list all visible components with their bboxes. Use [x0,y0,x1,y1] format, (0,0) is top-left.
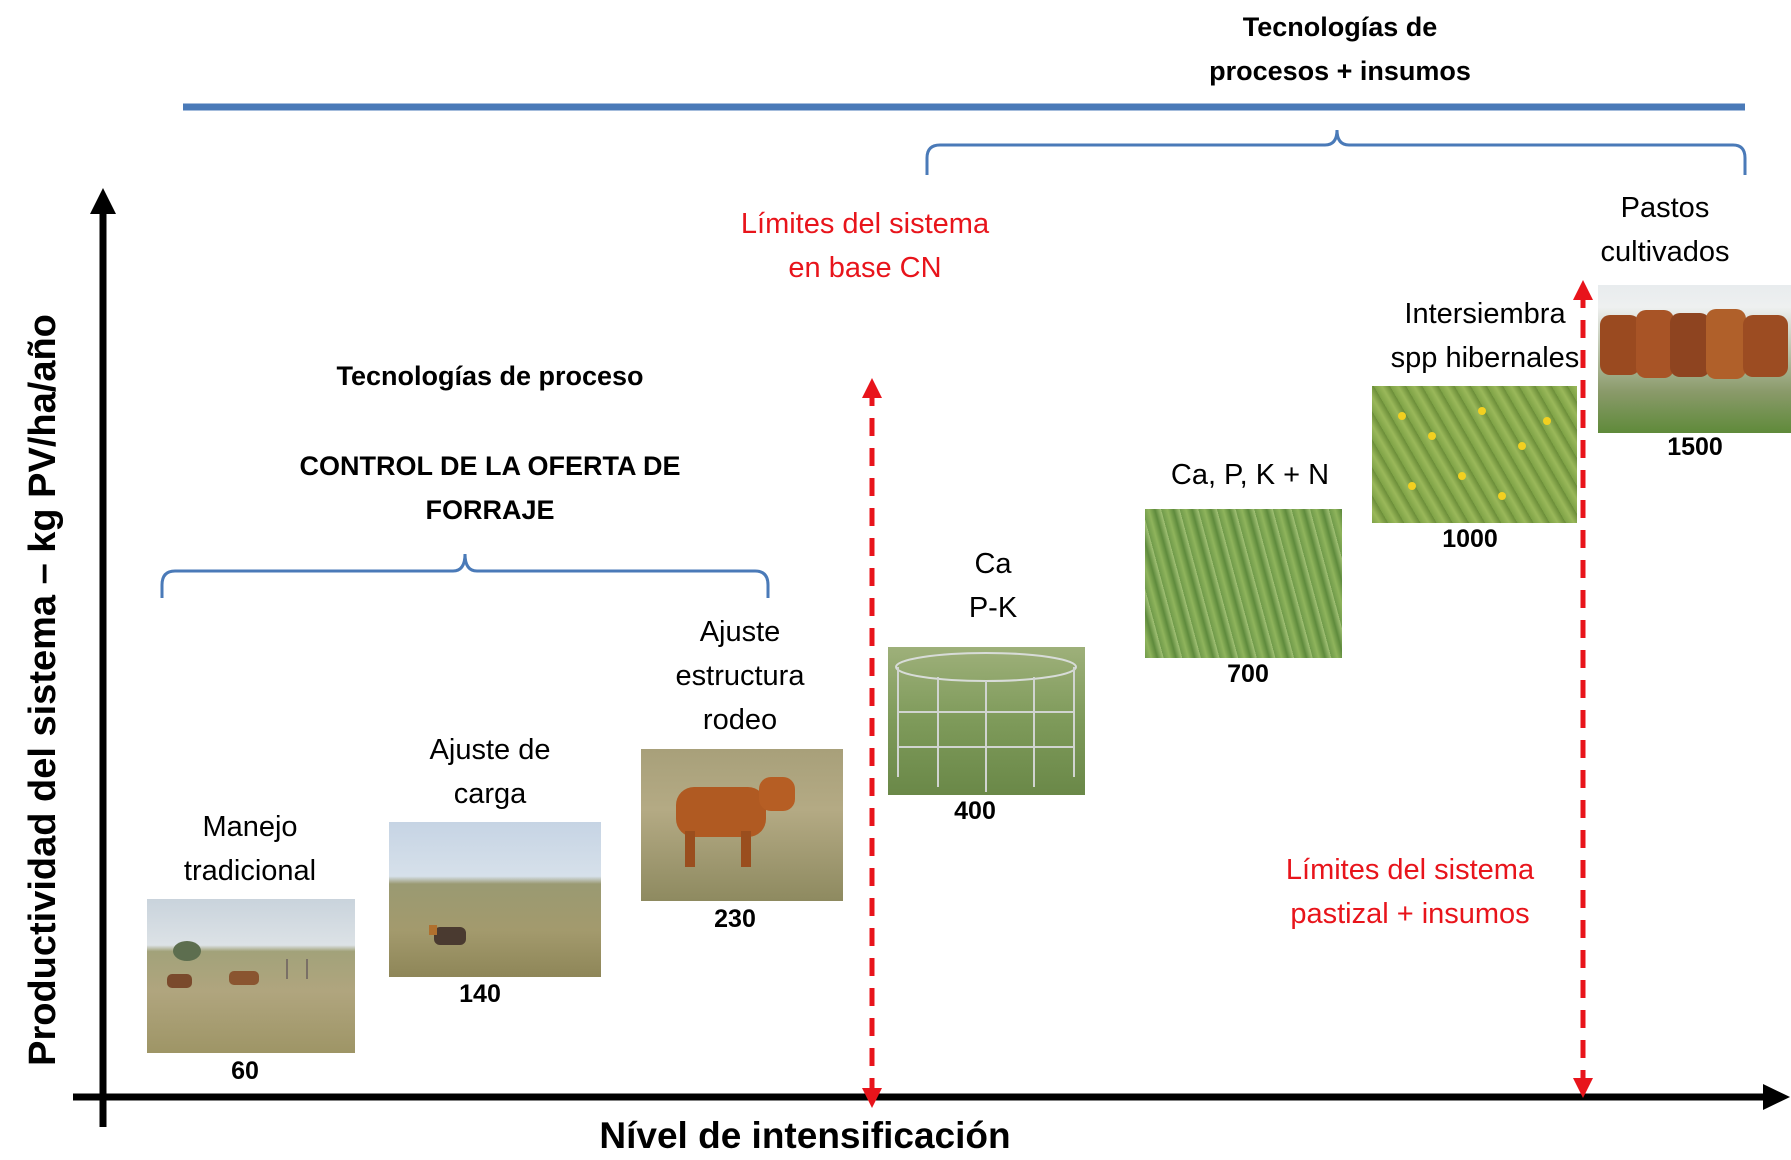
stage-label-line1: Manejo [202,811,298,843]
stage-label-estructura: Ajuste estructura rodeo [620,610,860,742]
stage-label-line2: carga [453,778,527,810]
stage-photo-cattle-herd [1598,285,1791,433]
stage-photo-clover-flowers [1372,386,1577,523]
stage-value-1000: 1000 [1442,525,1498,553]
stage-photo-wire-exclosure [888,647,1085,795]
y-axis-arrowhead [90,188,116,214]
process-tech-heading: Tecnologías de proceso [336,361,644,391]
stage-value-60: 60 [231,1057,259,1085]
limit-pastizal-line2: pastizal + insumos [1290,898,1530,930]
stage-label-line1: Ajuste [699,616,781,648]
stage-label-line1: Intersiembra [1404,298,1566,330]
left-bracket [160,553,770,598]
forage-control-heading: CONTROL DE LA OFERTA DE FORRAJE [240,444,740,532]
stage-label-line2: spp hibernales [1390,342,1580,374]
top-group-title-line1: Tecnologías de [1242,12,1438,42]
stage-value-230: 230 [714,905,756,933]
stage-value-1500: 1500 [1667,433,1723,461]
stage-photo-cattle-grazing [147,899,355,1053]
stage-label-ca-pk: Ca P-K [893,542,1093,630]
stage-value-140: 140 [459,980,501,1008]
stage-label-line1: Pastos [1620,192,1710,224]
limit-pastizal-label: Límites del sistema pastizal + insumos [1230,848,1590,936]
limit-cn-label: Límites del sistema en base CN [680,202,1050,290]
stage-value-700: 700 [1227,660,1269,688]
stage-label-manejo: Manejo tradicional [130,805,370,893]
stage-label-line2: cultivados [1600,236,1730,268]
forage-control-line2: FORRAJE [425,495,555,525]
top-right-bracket [925,129,1747,175]
limit-cn-line1: Límites del sistema [740,208,990,240]
stage-label-line2: P-K [968,592,1018,624]
stage-label-line2: estructura [675,660,805,692]
stage-label-carga: Ajuste de carga [370,728,610,816]
stage-photo-green-grass [1145,509,1342,658]
stage-photo-cattle-tall-grass [389,822,601,977]
x-axis-label: Nível de intensificación [599,1115,1011,1156]
top-group-title-line2: procesos + insumos [1209,56,1471,86]
stage-label-line1: Ca, P, K + N [1170,459,1330,491]
x-axis-arrowhead [1763,1084,1790,1110]
stage-label-line2: tradicional [183,855,317,887]
stage-label-intersiembra: Intersiembra spp hibernales [1365,292,1605,380]
stage-label-capkn: Ca, P, K + N [1140,453,1360,497]
stage-value-400: 400 [954,797,996,825]
stage-label-pastos: Pastos cultivados [1565,186,1765,274]
y-axis-label: Productividad del sistema – kg PV/ha/año [22,314,64,1066]
top-group-title: Tecnologías de procesos + insumos [1140,5,1540,93]
limit-cn-line2: en base CN [788,252,942,284]
stage-label-line3: rodeo [702,704,778,736]
stage-label-line1: Ajuste de [429,734,551,766]
stage-photo-brown-calf [641,749,843,901]
stage-label-line1: Ca [974,548,1012,580]
forage-control-line1: CONTROL DE LA OFERTA DE [299,451,681,481]
limit-pastizal-line1: Límites del sistema [1285,854,1535,886]
